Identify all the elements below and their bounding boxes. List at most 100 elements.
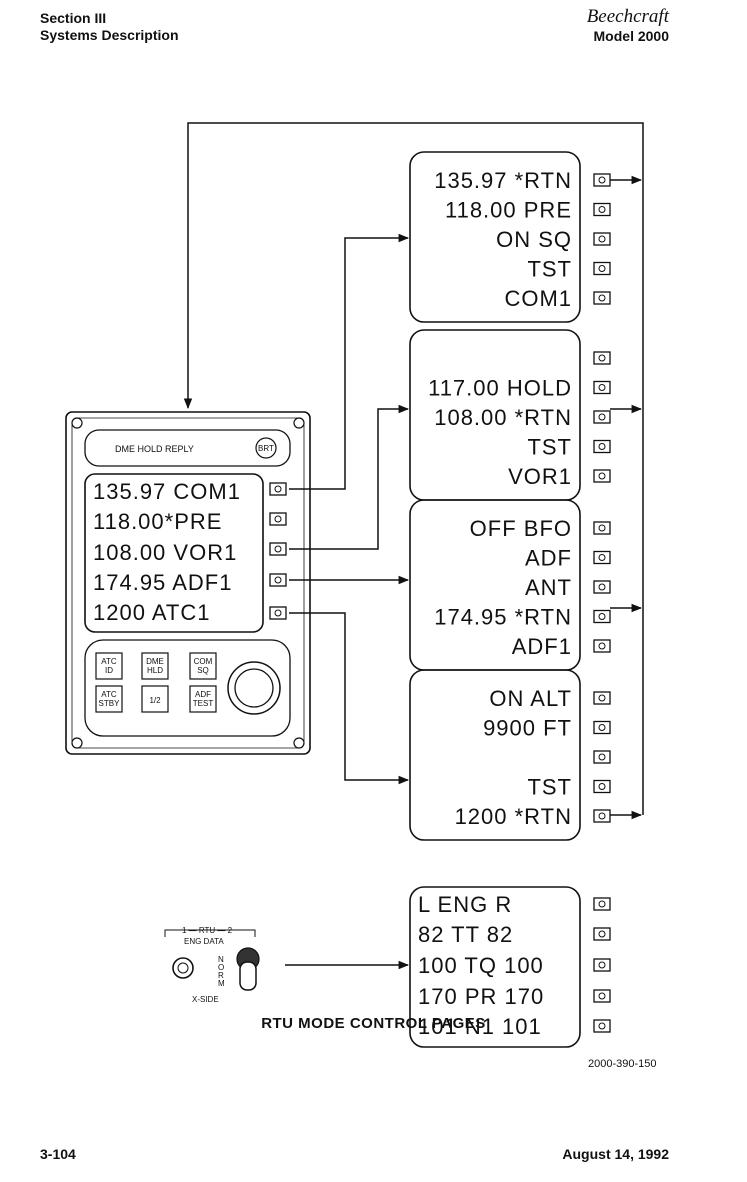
rtu-page-line: ADF1 [512, 634, 572, 659]
panel-button-label: TEST [193, 699, 214, 708]
line-select-key[interactable] [593, 351, 611, 365]
panel-button-label: ADF [195, 690, 211, 699]
panel-button-label: SQ [197, 666, 209, 675]
rtu-page-line: TST [527, 257, 572, 282]
panel-button-label: ID [105, 666, 113, 675]
eng-line: 100 TQ 100 [418, 953, 544, 978]
section-label: Section III [40, 10, 107, 26]
toggle-lever-icon[interactable] [239, 961, 257, 991]
panel-button-1-2[interactable]: 1/2 [141, 685, 169, 713]
line-select-key[interactable] [593, 1019, 611, 1033]
display-line: 118.00*PRE [93, 509, 222, 534]
line-select-key[interactable] [593, 380, 611, 395]
rtu-page-line: 118.00 PRE [445, 198, 572, 223]
display-line: 135.97 COM1 [93, 479, 241, 504]
eng-line: 82 TT 82 [418, 922, 513, 947]
line-select-key[interactable] [269, 573, 287, 587]
line-select-key[interactable] [593, 232, 611, 246]
display-line: 108.00 VOR1 [93, 540, 237, 565]
screw-icon [293, 417, 305, 429]
line-select-key[interactable] [593, 202, 611, 217]
figure-number: 2000-390-150 [588, 1058, 657, 1070]
line-select-key[interactable] [593, 469, 611, 483]
panel-button-label: ATC [101, 690, 117, 699]
line-select-key[interactable] [593, 291, 611, 305]
rtu-page-line: COM1 [504, 286, 572, 311]
page-number: 3-104 [40, 1146, 76, 1162]
line-select-key[interactable] [269, 606, 287, 620]
line-select-key[interactable] [593, 750, 611, 764]
rtu-page-line: ON SQ [496, 227, 572, 252]
tuning-knob-outer-icon[interactable] [227, 661, 281, 715]
line-select-key[interactable] [593, 173, 611, 187]
rtu-page-line: OFF BFO [470, 516, 572, 541]
brt-knob-icon[interactable] [255, 437, 277, 459]
rtu-page-line: VOR1 [508, 464, 572, 489]
tuning-knob-inner-icon[interactable] [234, 668, 274, 708]
rtu-page-line: 174.95 *RTN [434, 605, 572, 630]
line-select-key[interactable] [269, 482, 287, 496]
rtu-page-line: 1200 *RTN [455, 804, 572, 829]
eng-line: 101 N1 101 [418, 1014, 542, 1039]
line-select-key[interactable] [593, 639, 611, 653]
panel-button-label: STBY [99, 699, 121, 708]
rtu-page-line: TST [527, 435, 572, 460]
panel-button-label: 1/2 [149, 696, 161, 705]
line-select-key[interactable] [593, 779, 611, 794]
switch-sub-label: ENG DATA [184, 937, 224, 946]
rtu-page-line: ADF [525, 546, 572, 571]
panel-button-label: ATC [101, 657, 117, 666]
panel-button-label: HLD [147, 666, 163, 675]
rtu-page-line: ON ALT [489, 686, 572, 711]
line-select-key[interactable] [593, 809, 611, 823]
line-select-key[interactable] [593, 261, 611, 276]
line-select-key[interactable] [593, 580, 611, 594]
line-select-key[interactable] [593, 897, 611, 911]
line-select-key[interactable] [593, 958, 611, 972]
line-select-key[interactable] [593, 410, 611, 424]
line-select-key[interactable] [593, 550, 611, 565]
line-select-key[interactable] [593, 720, 611, 735]
panel-button-label: DME [146, 657, 164, 666]
rtu-page-eng: L ENG R 82 TT 82 100 TQ 100 170 PR 170 1… [409, 886, 611, 1048]
line-select-key[interactable] [269, 512, 287, 526]
rtu-page-2: 117.00 HOLD 108.00 *RTN TST VOR1 [409, 329, 611, 501]
rtu-page-line: 108.00 *RTN [434, 405, 572, 430]
return-path-line [183, 122, 644, 410]
indicator-light-icon [172, 957, 194, 979]
line-select-key[interactable] [593, 989, 611, 1003]
rtu-page-line: 117.00 HOLD [428, 376, 572, 401]
section-subtitle: Systems Description [40, 27, 179, 43]
line-select-key[interactable] [593, 521, 611, 535]
control-head: DME HOLD REPLY BRT 135.97 COM1 118.00*PR… [65, 411, 311, 755]
line-select-key[interactable] [593, 439, 611, 454]
line-select-key[interactable] [593, 691, 611, 705]
figure-caption: RTU MODE CONTROL PAGES [261, 1015, 486, 1032]
line-select-key[interactable] [269, 542, 287, 556]
control-display [84, 473, 264, 633]
switch-bottom-label: X-SIDE [192, 995, 219, 1004]
line-select-key[interactable] [593, 609, 611, 624]
eng-line: 170 PR 170 [418, 984, 544, 1009]
line-select-key[interactable] [593, 927, 611, 941]
screw-icon [71, 417, 83, 429]
nav-path-line [289, 404, 410, 550]
display-line: 174.95 ADF1 [93, 570, 232, 595]
screw-icon [293, 737, 305, 749]
atc-path-line [289, 612, 410, 785]
com-path-line [289, 233, 410, 490]
switch-top-label: 1 — RTU — 2 [182, 926, 233, 935]
eng-line: L ENG R [418, 892, 512, 917]
display-line: 1200 ATC1 [93, 600, 210, 625]
